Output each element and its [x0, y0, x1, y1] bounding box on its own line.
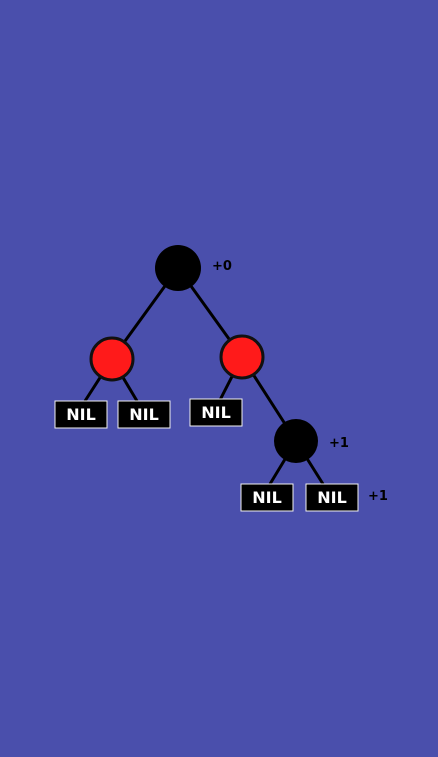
right-black-node: [274, 419, 318, 463]
nil-leaf-1-label: NIL: [66, 405, 96, 424]
nil-leaf-2-label: NIL: [129, 405, 159, 424]
nil-leaf-2-box: [117, 400, 171, 429]
nil-leaf-3-box: [189, 398, 243, 427]
nil-leaf-5-box: [305, 483, 359, 512]
nil-leaf-4-box: [240, 483, 294, 512]
root-black-node: [155, 245, 201, 291]
nil-leaf-3: NIL: [189, 398, 243, 427]
nil-leaf-2: NIL: [117, 400, 171, 429]
nil-leaf-1: NIL: [54, 400, 108, 429]
nil-leaf-4-label: NIL: [252, 488, 282, 507]
nil-leaf-4: NIL: [240, 483, 294, 512]
nil-leaf-5: NIL: [305, 483, 359, 512]
nil-right-black-annotation: +1: [368, 489, 388, 504]
nil-leaf-1-box: [54, 400, 108, 429]
right-red-node: [219, 334, 265, 380]
nil-leaf-3-label: NIL: [201, 403, 231, 422]
left-red-node: [89, 336, 135, 382]
root-annotation: +0: [212, 259, 232, 274]
nil-leaf-5-label: NIL: [317, 488, 347, 507]
right-black-annotation: +1: [329, 436, 349, 451]
